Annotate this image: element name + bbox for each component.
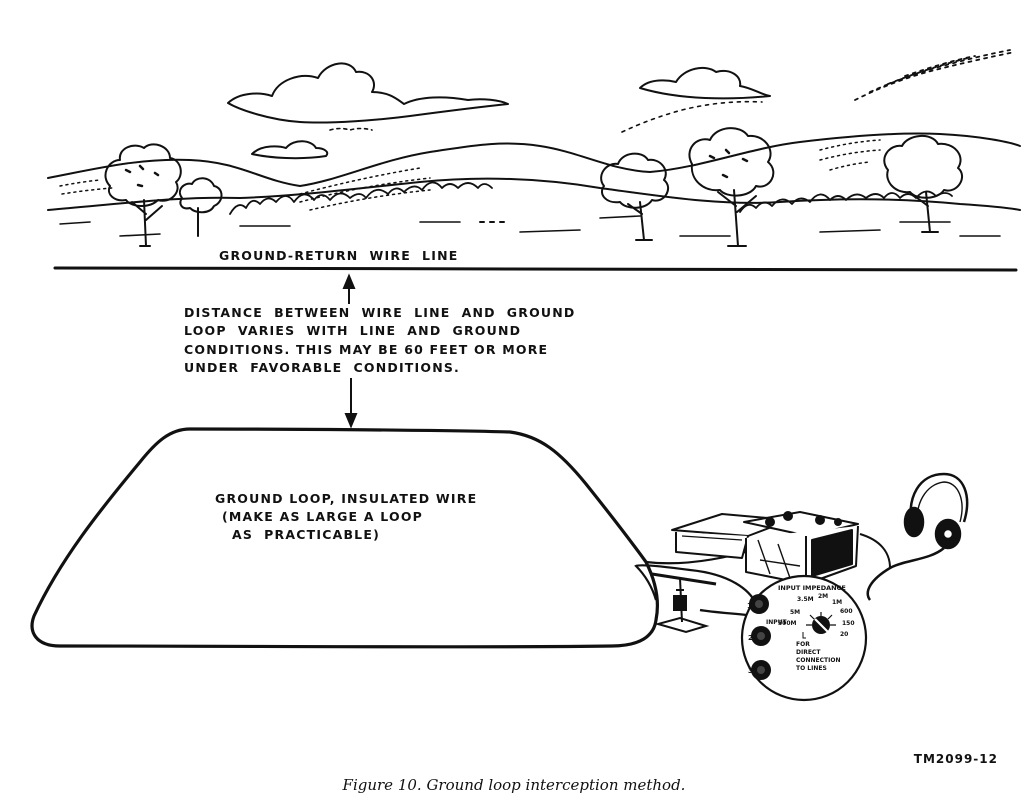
- dial-setting-150: 150: [842, 620, 855, 627]
- tree-3: [600, 152, 670, 241]
- cloud-small: [251, 140, 329, 160]
- hill-far: [47, 132, 1021, 187]
- ground-texture: [59, 215, 1001, 237]
- dial-setting-1m: 1M: [832, 599, 842, 606]
- input-jack-1: [749, 594, 769, 614]
- headset: [859, 472, 969, 601]
- dial-note-line-1: FOR: [796, 641, 810, 648]
- dial-note-line-2: DIRECT: [796, 649, 821, 656]
- dial-setting-5m: 5M: [790, 609, 800, 616]
- distance-note-line-3: CONDITIONS. THIS MAY BE 60 FEET OR MORE: [184, 342, 549, 357]
- wire-line-label: GROUND-RETURN WIRE LINE: [219, 248, 459, 263]
- dial-setting-2m: 2M: [818, 593, 828, 600]
- hill-near: [47, 177, 1021, 211]
- tree-4: [688, 127, 775, 247]
- dial-setting-600: 600: [840, 608, 853, 615]
- dial-setting-20: 20: [840, 631, 848, 638]
- distance-arrows: [342, 273, 358, 429]
- dial-setting-500m: 500M: [778, 620, 797, 627]
- cloud-left: [227, 62, 509, 131]
- ground-rod: [651, 572, 717, 634]
- cloud-right: [621, 66, 771, 133]
- ground-loop-wire: [30, 427, 659, 649]
- distance-note-line-4: UNDER FAVORABLE CONDITIONS.: [184, 360, 461, 375]
- jack-label-2: 2: [748, 634, 753, 642]
- impedance-selector-knob: [806, 612, 836, 634]
- figure-caption: Figure 10. Ground loop interception meth…: [342, 776, 686, 794]
- wire-line: [53, 266, 1018, 272]
- dial-title: INPUT IMPEDANCE: [778, 584, 846, 592]
- jack-label-3: 3: [748, 667, 753, 675]
- input-label: INPUT: [766, 619, 788, 626]
- tree-2: [178, 177, 223, 237]
- input-jack-2: [751, 626, 771, 646]
- tree-5: [883, 135, 963, 233]
- dial-note-line-3: CONNECTION: [796, 657, 841, 664]
- input-jack-3: [751, 660, 771, 680]
- figure-code: TM2099-12: [913, 752, 998, 766]
- ground-loop-note-line-3: AS PRACTICABLE): [232, 527, 380, 542]
- distance-note-line-1: DISTANCE BETWEEN WIRE LINE AND GROUND: [184, 305, 576, 320]
- dial-setting-3-5m: 3.5M: [797, 596, 814, 603]
- tree-1: [104, 143, 182, 247]
- birds-flock: [854, 49, 1016, 101]
- landscape-illustration: [47, 49, 1021, 272]
- dial-note-line-4: TO LINES: [796, 665, 827, 672]
- test-set: [671, 511, 859, 585]
- distance-note-line-2: LOOP VARIES WITH LINE AND GROUND: [184, 323, 522, 338]
- jack-label-1: 1: [747, 602, 752, 610]
- ground-loop-note-line-1: GROUND LOOP, INSULATED WIRE: [215, 491, 478, 506]
- ground-loop-note-line-2: (MAKE AS LARGE A LOOP: [222, 509, 424, 524]
- input-dial-panel: 1 2 3 INPUT INPUT IMPEDANCE 3.5M 2M 1M 5…: [740, 574, 868, 702]
